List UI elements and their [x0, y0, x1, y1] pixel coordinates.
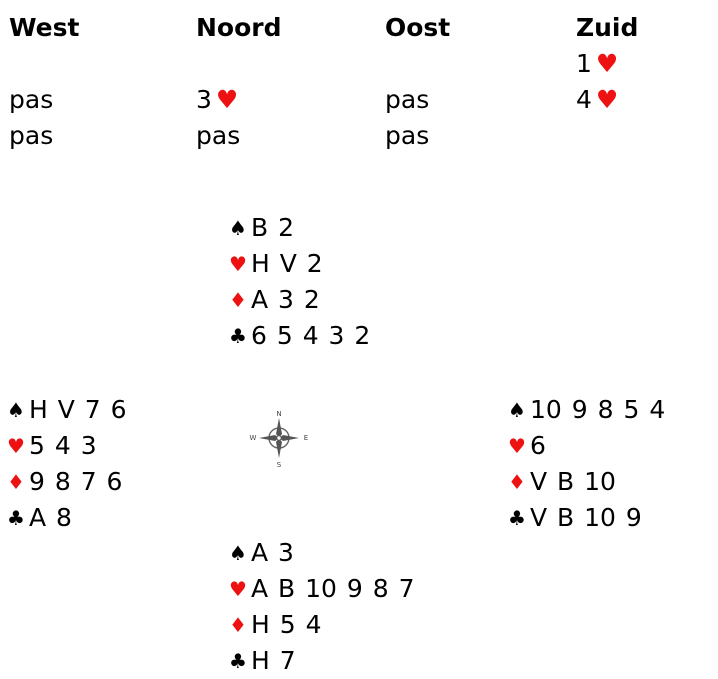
bid-text: pas	[9, 121, 54, 150]
spade-icon: ♠	[229, 541, 247, 565]
west-hand: ♠ H V 7 6 ♥ 5 4 3 ♦ 9 8 7 6 ♣ A 8	[7, 392, 127, 536]
bid-cell: 3♥	[196, 82, 385, 118]
south-diamonds-cards: H 5 4	[251, 610, 322, 639]
south-spades-row: ♠ A 3	[229, 535, 415, 571]
east-hearts-cards: 6	[530, 431, 546, 460]
diamond-icon: ♦	[7, 470, 25, 494]
bid-cell: pas	[196, 118, 385, 154]
bid-cell	[385, 46, 576, 82]
north-spades-row: ♠ B 2	[229, 210, 370, 246]
compass-s-label: S	[277, 461, 282, 469]
west-hearts-cards: 5 4 3	[29, 431, 97, 460]
heart-icon: ♥	[229, 252, 247, 276]
bid-cell: 1♥	[576, 46, 696, 82]
bid-cell: pas	[9, 118, 196, 154]
bid-text: 1	[576, 49, 592, 78]
north-diamonds-row: ♦ A 3 2	[229, 282, 370, 318]
east-clubs-cards: V B 10 9	[530, 503, 642, 532]
header-noord: Noord	[196, 13, 282, 42]
diamond-icon: ♦	[508, 470, 526, 494]
heart-icon: ♥	[7, 434, 25, 458]
north-hearts-row: ♥ H V 2	[229, 246, 370, 282]
bid-cell	[9, 46, 196, 82]
east-spades-cards: 10 9 8 5 4	[530, 395, 666, 424]
south-clubs-cards: H 7	[251, 646, 296, 675]
heart-icon: ♥	[508, 434, 526, 458]
bid-cell: 4♥	[576, 82, 696, 118]
bid-text: pas	[9, 85, 54, 114]
east-hearts-row: ♥ 6	[508, 428, 665, 464]
diamond-icon: ♦	[229, 288, 247, 312]
west-diamonds-row: ♦ 9 8 7 6	[7, 464, 127, 500]
west-spades-cards: H V 7 6	[29, 395, 127, 424]
heart-icon: ♥	[595, 85, 619, 114]
south-hearts-cards: A B 10 9 8 7	[251, 574, 415, 603]
club-icon: ♣	[7, 506, 25, 530]
heart-icon: ♥	[229, 577, 247, 601]
compass-e-label: E	[304, 434, 308, 442]
spade-icon: ♠	[229, 216, 247, 240]
north-hand: ♠ B 2 ♥ H V 2 ♦ A 3 2 ♣ 6 5 4 3 2	[229, 210, 370, 354]
east-diamonds-row: ♦ V B 10	[508, 464, 665, 500]
club-icon: ♣	[229, 324, 247, 348]
south-spades-cards: A 3	[251, 538, 294, 567]
club-icon: ♣	[229, 649, 247, 673]
compass-n-label: N	[276, 410, 281, 418]
header-west: West	[9, 13, 80, 42]
bidding-header-row: West Noord Oost Zuid	[9, 10, 696, 46]
bid-cell: pas	[9, 82, 196, 118]
heart-icon: ♥	[215, 85, 239, 114]
south-hearts-row: ♥ A B 10 9 8 7	[229, 571, 415, 607]
west-spades-row: ♠ H V 7 6	[7, 392, 127, 428]
bidding-row: pas pas pas	[9, 118, 696, 154]
north-diamonds-cards: A 3 2	[251, 285, 320, 314]
spade-icon: ♠	[508, 398, 526, 422]
east-spades-row: ♠ 10 9 8 5 4	[508, 392, 665, 428]
bidding-row: 1♥	[9, 46, 696, 82]
header-oost: Oost	[385, 13, 451, 42]
bid-cell: pas	[385, 118, 576, 154]
bid-text: 3	[196, 85, 212, 114]
bid-text: pas	[196, 121, 241, 150]
west-hearts-row: ♥ 5 4 3	[7, 428, 127, 464]
bid-text: pas	[385, 121, 430, 150]
bid-cell	[576, 118, 696, 154]
north-spades-cards: B 2	[251, 213, 295, 242]
bid-cell	[196, 46, 385, 82]
south-hand: ♠ A 3 ♥ A B 10 9 8 7 ♦ H 5 4 ♣ H 7	[229, 535, 415, 679]
east-hand: ♠ 10 9 8 5 4 ♥ 6 ♦ V B 10 ♣ V B 10 9	[508, 392, 665, 536]
west-clubs-cards: A 8	[29, 503, 72, 532]
south-diamonds-row: ♦ H 5 4	[229, 607, 415, 643]
header-zuid: Zuid	[576, 13, 639, 42]
west-diamonds-cards: 9 8 7 6	[29, 467, 123, 496]
compass-w-label: W	[250, 434, 257, 442]
compass-icon: N S W E	[247, 406, 311, 470]
west-clubs-row: ♣ A 8	[7, 500, 127, 536]
bid-cell: pas	[385, 82, 576, 118]
heart-icon: ♥	[595, 49, 619, 78]
spade-icon: ♠	[7, 398, 25, 422]
bid-text: 4	[576, 85, 592, 114]
club-icon: ♣	[508, 506, 526, 530]
east-diamonds-cards: V B 10	[530, 467, 616, 496]
north-clubs-cards: 6 5 4 3 2	[251, 321, 371, 350]
diamond-icon: ♦	[229, 613, 247, 637]
south-clubs-row: ♣ H 7	[229, 643, 415, 679]
north-hearts-cards: H V 2	[251, 249, 323, 278]
north-clubs-row: ♣ 6 5 4 3 2	[229, 318, 370, 354]
east-clubs-row: ♣ V B 10 9	[508, 500, 665, 536]
bid-text: pas	[385, 85, 430, 114]
